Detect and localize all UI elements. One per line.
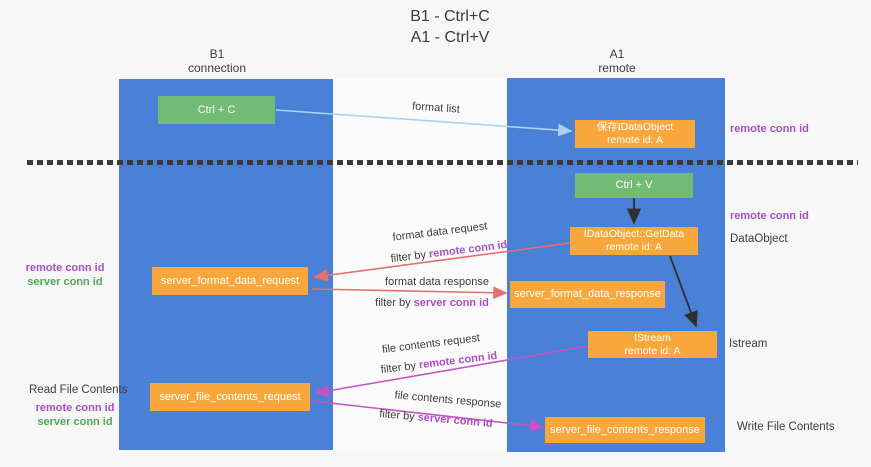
phase-separator-dashed-line xyxy=(27,160,858,165)
left-server-conn-id-mid: server conn id xyxy=(27,275,103,288)
right-label-remote-conn-id-top: remote conn id xyxy=(730,123,809,135)
left-server-conn-id-bottom: server conn id xyxy=(37,415,113,428)
server-file-contents-response-label: server_file_contents_response xyxy=(550,423,700,436)
left-remote-conn-id-bottom: remote conn id xyxy=(35,402,115,414)
ctrl-v-label: Ctrl + V xyxy=(615,179,653,191)
ctrl-c-action-box: Ctrl + C xyxy=(158,96,275,124)
idataobject-getdata-line2: remote id: A xyxy=(605,241,663,253)
istream-line2: remote id: A xyxy=(624,344,681,357)
lifeline-header-a1: A1 remote xyxy=(557,47,677,75)
left-conn-id-block-bottom: remote conn id server conn id xyxy=(20,402,130,429)
lifeline-a1-name: A1 xyxy=(609,47,625,61)
lifeline-a1-subtitle: remote xyxy=(598,61,636,75)
server-file-contents-request-box: server_file_contents_request xyxy=(150,383,310,411)
filter-by-text: filter by xyxy=(375,297,414,309)
left-conn-id-block-mid: remote conn id server conn id xyxy=(15,262,115,289)
istream-line1: IStream xyxy=(634,331,671,344)
right-label-dataobject: DataObject xyxy=(730,233,788,245)
save-idataobject-line1: 保存IDataObject xyxy=(596,121,674,133)
save-idataobject-box: 保存IDataObject remote id: A xyxy=(575,120,695,148)
ctrl-v-action-box: Ctrl + V xyxy=(575,173,693,198)
edge-label-format-data-response: format data response xyxy=(385,276,489,288)
diagram-title: B1 - Ctrl+C A1 - Ctrl+V xyxy=(330,6,570,48)
ctrl-c-label: Ctrl + C xyxy=(197,103,236,116)
idataobject-getdata-box: IDataObject::GetData remote id: A xyxy=(570,227,698,255)
right-label-istream: Istream xyxy=(729,338,768,350)
server-file-contents-request-label: server_file_contents_request xyxy=(159,390,301,403)
lifeline-b1-name: B1 xyxy=(209,47,225,61)
left-remote-conn-id-mid: remote conn id xyxy=(25,262,105,274)
server-format-data-response-label: server_format_data_response xyxy=(514,288,661,300)
istream-box: IStream remote id: A xyxy=(588,331,717,358)
left-label-read-file-contents: Read File Contents xyxy=(29,384,128,396)
save-idataobject-line2: remote id: A xyxy=(606,134,664,146)
lifeline-b1-subtitle: connection xyxy=(187,61,247,75)
server-format-data-request-box: server_format_data_request xyxy=(152,267,308,295)
server-format-data-request-label: server_format_data_request xyxy=(160,274,300,287)
title-line-a1: A1 - Ctrl+V xyxy=(410,29,490,46)
title-line-b1: B1 - Ctrl+C xyxy=(410,8,490,25)
server-file-contents-response-box: server_file_contents_response xyxy=(545,417,705,443)
server-format-data-response-box: server_format_data_response xyxy=(510,281,665,308)
right-label-write-file-contents: Write File Contents xyxy=(737,421,835,433)
lifeline-header-b1: B1 connection xyxy=(157,47,277,75)
server-conn-id-text: server conn id xyxy=(413,297,489,309)
right-label-remote-conn-id-mid: remote conn id xyxy=(730,210,809,222)
idataobject-getdata-line1: IDataObject::GetData xyxy=(583,228,685,240)
edge-label-filter-server-1: filter by server conn id xyxy=(372,297,492,309)
